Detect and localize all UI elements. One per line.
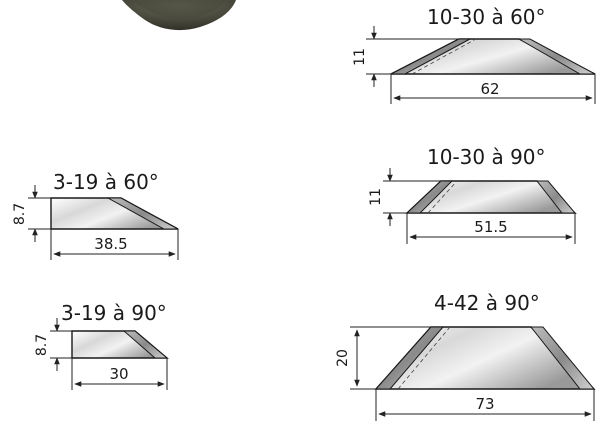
width-value: 51.5 xyxy=(474,218,507,236)
height-value: 20 xyxy=(335,349,351,367)
blade-edge-line xyxy=(411,38,477,75)
height-value: 11 xyxy=(352,48,368,66)
blade-left-bevel xyxy=(405,180,454,214)
blade-left-bevel xyxy=(374,326,445,390)
width-value: 38.5 xyxy=(94,235,127,253)
height-value: 11 xyxy=(368,188,384,206)
blade-edge-line xyxy=(427,180,458,214)
blade-4-42-90: 4-42 à 90° 20 73 xyxy=(335,291,596,421)
blade-left-bevel xyxy=(390,38,471,75)
blade-title: 10-30 à 60° xyxy=(427,5,546,29)
blade-10-30-90: 10-30 à 90° 11 51.5 xyxy=(368,145,577,244)
blade-3-19-90: 3-19 à 90° 8.7 30 xyxy=(34,301,169,390)
height-value: 8.7 xyxy=(34,334,50,356)
width-value: 73 xyxy=(475,395,494,413)
tool-fragment xyxy=(122,0,236,31)
blade-3-19-60: 3-19 à 60° 8.7 38.5 xyxy=(12,170,179,260)
blade-title: 3-19 à 60° xyxy=(53,170,159,194)
blade-title: 4-42 à 90° xyxy=(434,291,540,315)
width-value: 62 xyxy=(480,80,499,98)
blade-10-30-60: 10-30 à 60° 11 62 xyxy=(352,5,596,104)
blade-title: 3-19 à 90° xyxy=(61,301,167,325)
blade-title: 10-30 à 90° xyxy=(427,145,546,169)
height-value: 8.7 xyxy=(12,203,28,225)
width-value: 30 xyxy=(109,365,128,383)
